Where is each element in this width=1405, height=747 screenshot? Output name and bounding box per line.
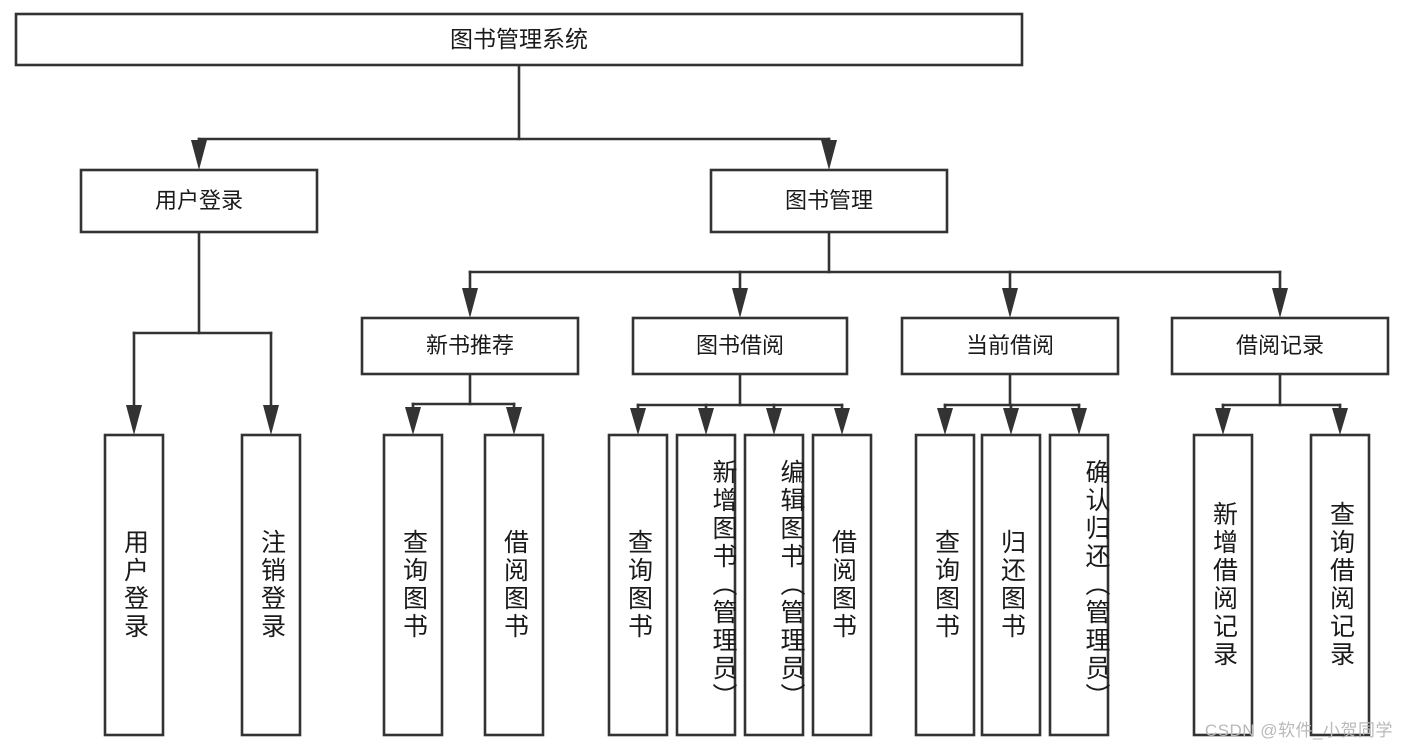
arrowhead-book-borrow — [732, 288, 748, 318]
node-current-borrow[interactable] — [900, 316, 1120, 376]
arrowhead-leaf-confirm-return — [1071, 408, 1087, 435]
arrowhead-leaf-borrow-book-2 — [834, 408, 850, 435]
node-leaf-borrow-book-1[interactable] — [483, 433, 545, 737]
node-borrow-record[interactable] — [1170, 316, 1390, 376]
node-leaf-borrow-book-2[interactable] — [811, 433, 873, 737]
label-root: 图书管理系统 — [450, 26, 588, 52]
arrowhead-leaf-user-login — [126, 405, 142, 435]
node-leaf-query-book-3[interactable] — [914, 433, 976, 737]
arrowhead-leaf-query-book-1 — [405, 407, 421, 435]
arrowhead-leaf-query-record — [1332, 408, 1348, 435]
arrowhead-book-management — [821, 140, 837, 170]
node-leaf-query-book-1[interactable] — [382, 433, 444, 737]
watermark-text: CSDN @软件_小贺同学 — [1204, 721, 1393, 740]
node-leaf-add-book[interactable] — [675, 433, 737, 737]
arrowhead-leaf-return-book — [1003, 408, 1019, 435]
node-leaf-query-record[interactable] — [1309, 433, 1371, 737]
arrowhead-leaf-query-book-3 — [937, 408, 953, 435]
node-new-book-recommend[interactable] — [360, 316, 580, 376]
label-new-book-recommend: 新书推荐 — [426, 333, 514, 358]
node-leaf-add-record[interactable] — [1192, 433, 1254, 737]
arrowhead-leaf-edit-book — [766, 408, 782, 435]
label-user-login: 用户登录 — [155, 188, 243, 213]
arrowhead-leaf-borrow-book-1 — [506, 407, 522, 435]
arrowhead-layer — [126, 140, 1348, 435]
arrowhead-leaf-logout — [263, 405, 279, 435]
arrowhead-leaf-query-book-2 — [630, 408, 646, 435]
arrowhead-borrow-record — [1272, 288, 1288, 318]
label-layer: 图书管理系统 用户登录 图书管理 新书推荐 图书借阅 当前借阅 借阅记录 — [155, 26, 1324, 358]
node-leaf-query-book-2[interactable] — [607, 433, 669, 737]
arrowhead-leaf-add-book — [698, 408, 714, 435]
arrowhead-leaf-add-record — [1215, 408, 1231, 435]
label-current-borrow: 当前借阅 — [966, 333, 1054, 358]
node-leaf-confirm-return[interactable] — [1048, 433, 1110, 737]
node-book-management[interactable] — [709, 168, 949, 234]
node-user-login[interactable] — [79, 168, 319, 234]
arrowhead-current-borrow — [1002, 288, 1018, 318]
label-book-management: 图书管理 — [785, 188, 873, 213]
arrowhead-new-book-recommend — [462, 288, 478, 318]
node-layer — [14, 12, 1390, 737]
node-leaf-return-book[interactable] — [980, 433, 1042, 737]
arrowhead-user-login — [191, 140, 207, 170]
node-leaf-logout[interactable] — [240, 433, 302, 737]
node-leaf-edit-book[interactable] — [743, 433, 805, 737]
node-book-borrow[interactable] — [631, 316, 849, 376]
label-borrow-record: 借阅记录 — [1236, 333, 1324, 358]
node-root[interactable] — [14, 12, 1024, 67]
node-leaf-user-login[interactable] — [103, 433, 165, 737]
label-book-borrow: 图书借阅 — [696, 333, 784, 358]
